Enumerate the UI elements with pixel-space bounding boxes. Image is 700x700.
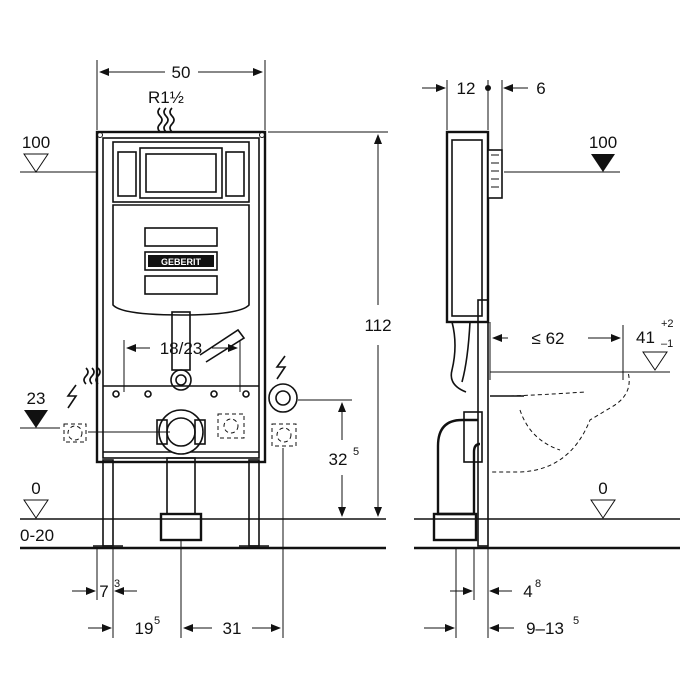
electrical-connection-left <box>63 384 87 443</box>
side-view: 12 6 100 <box>414 79 680 638</box>
svg-text:6: 6 <box>536 79 545 98</box>
flush-dimension: 18/23 <box>123 339 241 392</box>
svg-text:7: 7 <box>99 582 108 601</box>
svg-text:19: 19 <box>135 619 154 638</box>
depth-dimensions: 12 6 <box>422 79 546 150</box>
svg-text:+2: +2 <box>661 318 674 330</box>
pipe-thread-label: R1½ <box>148 88 184 107</box>
bottom-dimensions: 7 3 19 5 31 <box>72 448 284 638</box>
side-floor: 0 <box>414 479 680 550</box>
svg-text:100: 100 <box>22 133 50 152</box>
svg-text:12: 12 <box>457 79 476 98</box>
height-dimension-112: 112 <box>268 131 392 517</box>
wc-bowl-outline <box>490 371 630 473</box>
svg-text:41: 41 <box>636 328 655 347</box>
svg-text:100: 100 <box>589 133 617 152</box>
svg-text:18/23: 18/23 <box>160 339 203 358</box>
svg-text:8: 8 <box>535 578 541 590</box>
svg-text:–1: –1 <box>661 338 673 350</box>
svg-text:4: 4 <box>523 582 532 601</box>
brand-logo: GEBERIT <box>161 257 202 267</box>
svg-text:9–13: 9–13 <box>526 619 564 638</box>
side-level-marker-100: 100 <box>504 133 620 173</box>
floor-range-label: 0-20 <box>20 526 54 545</box>
svg-text:5: 5 <box>353 446 359 458</box>
floor-level-marker: 0 0-20 <box>20 479 386 550</box>
level-marker-100: 100 <box>20 133 96 173</box>
side-bottom-dimensions: 4 8 9–13 5 <box>424 548 579 638</box>
svg-text:0: 0 <box>31 479 40 498</box>
svg-text:3: 3 <box>114 578 120 590</box>
width-dim-label: 50 <box>172 63 191 82</box>
bowl-height-marker: 41 +2 –1 <box>490 318 674 373</box>
svg-text:5: 5 <box>154 615 160 627</box>
svg-text:31: 31 <box>223 619 242 638</box>
water-supply-icon <box>83 367 101 385</box>
svg-text:112: 112 <box>364 316 391 335</box>
projection-dimension: ≤ 62 <box>489 322 624 380</box>
electrical-connection-right <box>217 355 298 447</box>
width-dimension: 50 <box>96 60 266 130</box>
svg-text:5: 5 <box>573 615 579 627</box>
outlet-height-dimension: 32 5 <box>298 399 359 517</box>
svg-text:≤ 62: ≤ 62 <box>532 329 565 348</box>
svg-text:32: 32 <box>329 450 348 469</box>
water-inlet-icon <box>157 107 175 133</box>
side-frame <box>432 130 503 547</box>
svg-text:23: 23 <box>27 389 46 408</box>
level-marker-23: 23 <box>20 389 170 433</box>
svg-text:0: 0 <box>598 479 607 498</box>
front-view: 50 R1½ 100 GEBE <box>20 60 392 638</box>
